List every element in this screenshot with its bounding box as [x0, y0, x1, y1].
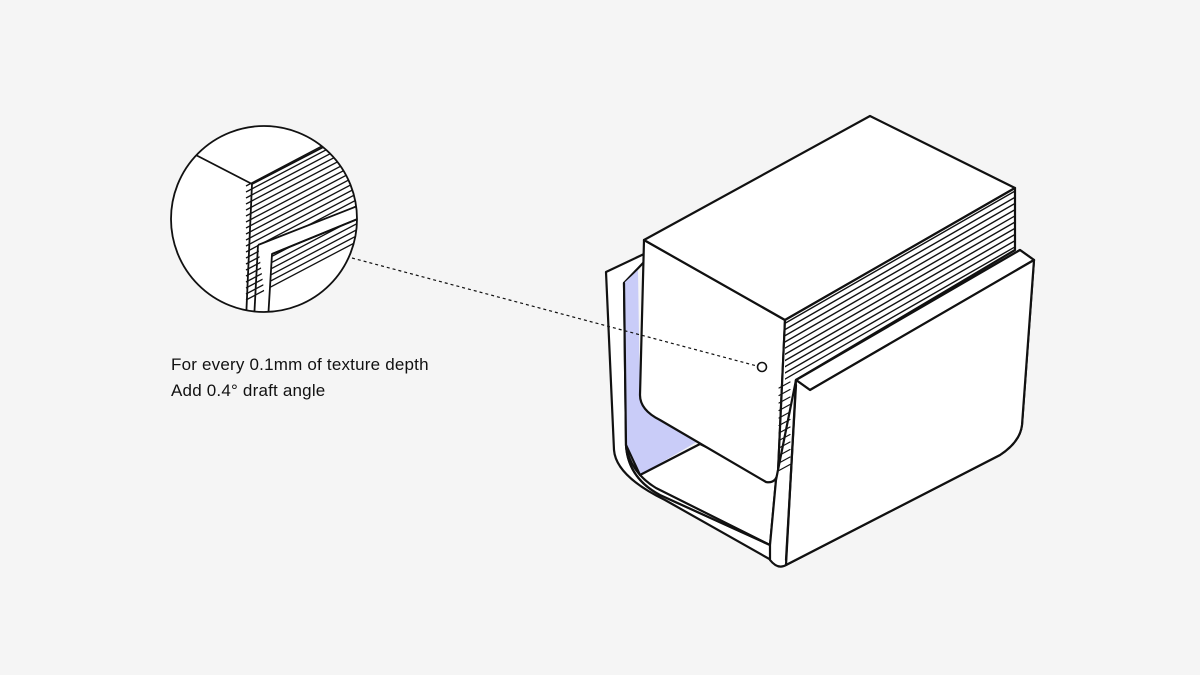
- channel-inner-front-edge: [784, 383, 798, 562]
- hatch-line: [778, 418, 791, 427]
- draft-angle-highlight: [624, 270, 700, 475]
- caption-line-texture-depth: For every 0.1mm of texture depth: [171, 355, 429, 374]
- draft-angle-caption: For every 0.1mm of texture depth Add 0.4…: [171, 352, 429, 404]
- hatch-line: [785, 237, 1015, 377]
- hatch-line: [778, 448, 791, 457]
- hatch-line: [785, 188, 1015, 327]
- hatch-line: [245, 173, 357, 235]
- hatch-line: [778, 396, 791, 404]
- channel-inner-edge: [622, 281, 772, 547]
- caption-line-draft-angle: Add 0.4° draft angle: [171, 381, 326, 400]
- hatch-line: [778, 426, 791, 434]
- hatch-line: [785, 243, 1015, 380]
- leader-line: [351, 257, 758, 367]
- hatch-line: [785, 224, 1015, 365]
- zoom-detail-callout: [170, 125, 358, 313]
- hatch-line: [245, 179, 357, 241]
- hatch-line: [785, 230, 1015, 371]
- hatch-line: [785, 218, 1015, 358]
- channel-right-wall-front: [784, 258, 1036, 567]
- hatch-line: [778, 433, 791, 442]
- detail-point-marker: [756, 361, 768, 373]
- hatch-line: [245, 167, 357, 229]
- texture-hatching-lower: [778, 381, 791, 472]
- hatch-line: [778, 456, 791, 464]
- hatch-line: [245, 161, 357, 223]
- hatch-line: [778, 463, 791, 472]
- hatch-line: [778, 411, 791, 419]
- hatch-line: [778, 388, 791, 397]
- hatch-line: [778, 441, 791, 449]
- hatch-line: [778, 403, 791, 412]
- hatch-line: [785, 206, 1015, 346]
- hatch-line: [778, 381, 791, 389]
- hatch-line: [785, 199, 1015, 340]
- hatch-line: [785, 212, 1015, 352]
- hatch-line: [245, 185, 357, 247]
- hatch-line: [785, 193, 1015, 334]
- mold-assembly: [604, 114, 1036, 568]
